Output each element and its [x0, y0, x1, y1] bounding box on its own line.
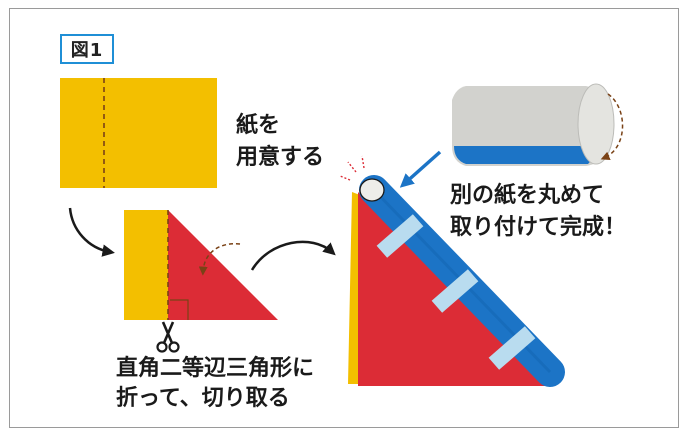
yellow-paper-sheet — [60, 78, 217, 188]
step2-line1: 直角二等辺三角形に — [116, 356, 315, 381]
step2-text: 直角二等辺三角形に 折って、切り取る — [116, 354, 314, 414]
sparkle-lines — [339, 155, 365, 181]
finished-flag — [339, 155, 565, 387]
step3-line1: 別の紙を丸めて — [450, 183, 605, 208]
scissors-icon — [156, 321, 180, 353]
curved-arrow-1 — [68, 207, 115, 257]
step1-line1: 紙を — [236, 113, 281, 138]
curved-arrow-2 — [250, 240, 336, 271]
tape-strip — [376, 214, 536, 370]
folded-paper — [124, 210, 278, 320]
step3-text: 別の紙を丸めて 取り付けて完成！ — [450, 180, 626, 244]
rolled-paper — [452, 83, 624, 166]
blue-arrow — [399, 150, 442, 188]
step2-line2: 折って、切り取る — [116, 386, 290, 411]
step3-line2: 取り付けて完成！ — [450, 215, 627, 240]
figure-label: 図1 — [60, 34, 114, 64]
step1-line2: 用意する — [236, 145, 325, 170]
step1-text: 紙を 用意する — [236, 110, 324, 174]
